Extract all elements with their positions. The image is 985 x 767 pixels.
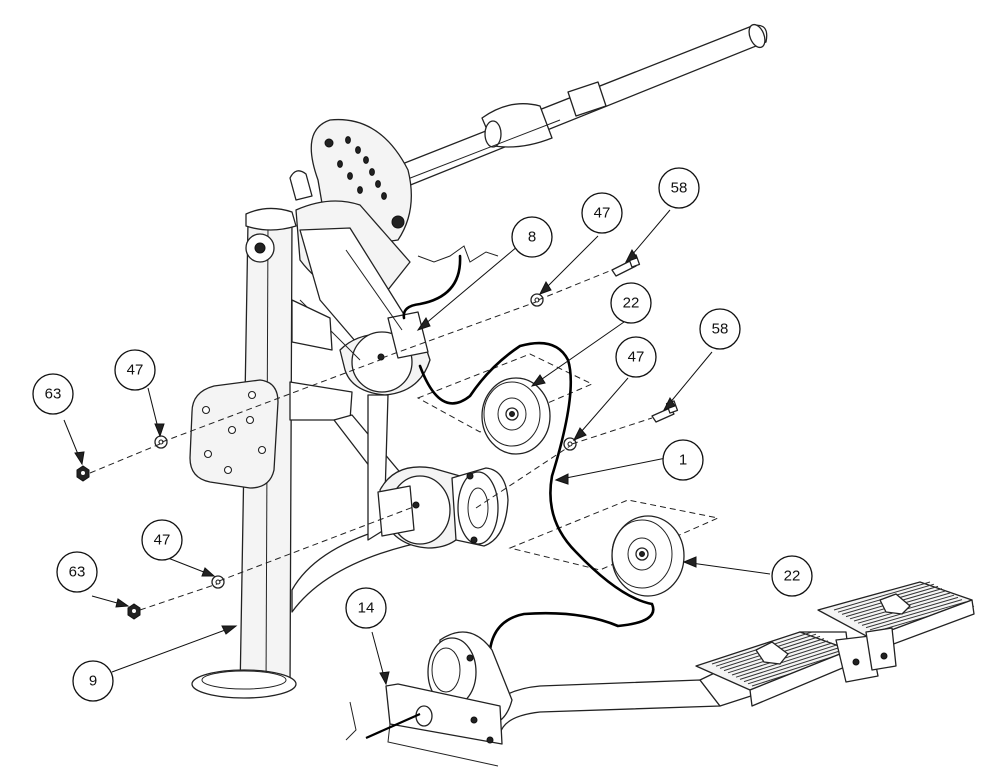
- upper-arm-assembly: [295, 200, 431, 396]
- callout-14: 14: [345, 587, 387, 629]
- washer-47-c: [154, 435, 168, 449]
- pedal-rib: [739, 646, 841, 680]
- svg-text:47: 47: [127, 362, 144, 379]
- svg-text:1: 1: [679, 452, 687, 469]
- pedal-rib: [833, 581, 931, 611]
- callout-58: 58: [699, 308, 741, 350]
- leader-lines: [63, 209, 771, 686]
- washer-47-d: [211, 575, 225, 589]
- pedal-rib: [869, 601, 967, 631]
- svg-text:63: 63: [45, 386, 62, 403]
- callout-47: 47: [615, 336, 657, 378]
- callouts: 8 47 58 22 47 58 47 63 1 47 63: [32, 167, 813, 702]
- plate-hole: [357, 186, 363, 194]
- svg-text:47: 47: [154, 532, 171, 549]
- callout-22: 22: [610, 282, 652, 324]
- plate-hole: [369, 168, 375, 176]
- callout-63: 63: [56, 551, 98, 593]
- callout-1: 1: [662, 439, 704, 481]
- callout-8: 8: [511, 216, 553, 258]
- pedal-rib: [743, 649, 845, 683]
- svg-text:63: 63: [69, 564, 86, 581]
- plate-hole: [347, 172, 353, 180]
- plate-hole: [337, 160, 343, 168]
- callout-47: 47: [141, 519, 183, 561]
- svg-text:9: 9: [89, 673, 97, 690]
- pedal-rib: [865, 599, 963, 629]
- cable-break-line: [417, 245, 499, 263]
- bracket: [345, 683, 503, 767]
- assembly-axis-lines: [89, 269, 653, 611]
- washer-47-a: [530, 293, 544, 307]
- callout-63: 63: [32, 373, 74, 415]
- plate-hole: [381, 192, 387, 200]
- plate-hole: [375, 180, 381, 188]
- svg-text:8: 8: [528, 229, 536, 246]
- pulley-upper: [416, 353, 594, 455]
- callout-47: 47: [581, 192, 623, 234]
- svg-text:58: 58: [671, 180, 688, 197]
- callout-58: 58: [658, 167, 700, 209]
- cable: [402, 254, 655, 652]
- pedal-rib: [861, 596, 959, 626]
- nut-63-a: [76, 465, 90, 482]
- pedal-rib: [735, 644, 837, 678]
- svg-text:47: 47: [628, 349, 645, 366]
- callout-47: 47: [114, 349, 156, 391]
- mounting-plate: [189, 379, 279, 489]
- callout-22: 22: [771, 555, 813, 597]
- svg-text:22: 22: [784, 568, 801, 585]
- nut-63-b: [127, 603, 141, 620]
- pulley-lower: [508, 499, 720, 597]
- handle-bar: [391, 23, 768, 191]
- plate-hole: [363, 156, 369, 164]
- svg-text:22: 22: [623, 295, 640, 312]
- plate-hole: [345, 136, 351, 144]
- svg-text:14: 14: [358, 600, 375, 617]
- plate-hole: [355, 146, 361, 154]
- svg-text:58: 58: [712, 321, 729, 338]
- lower-carriage: [377, 466, 509, 549]
- svg-text:47: 47: [594, 205, 611, 222]
- callout-9: 9: [72, 660, 114, 702]
- pedal-assembly: [427, 581, 975, 735]
